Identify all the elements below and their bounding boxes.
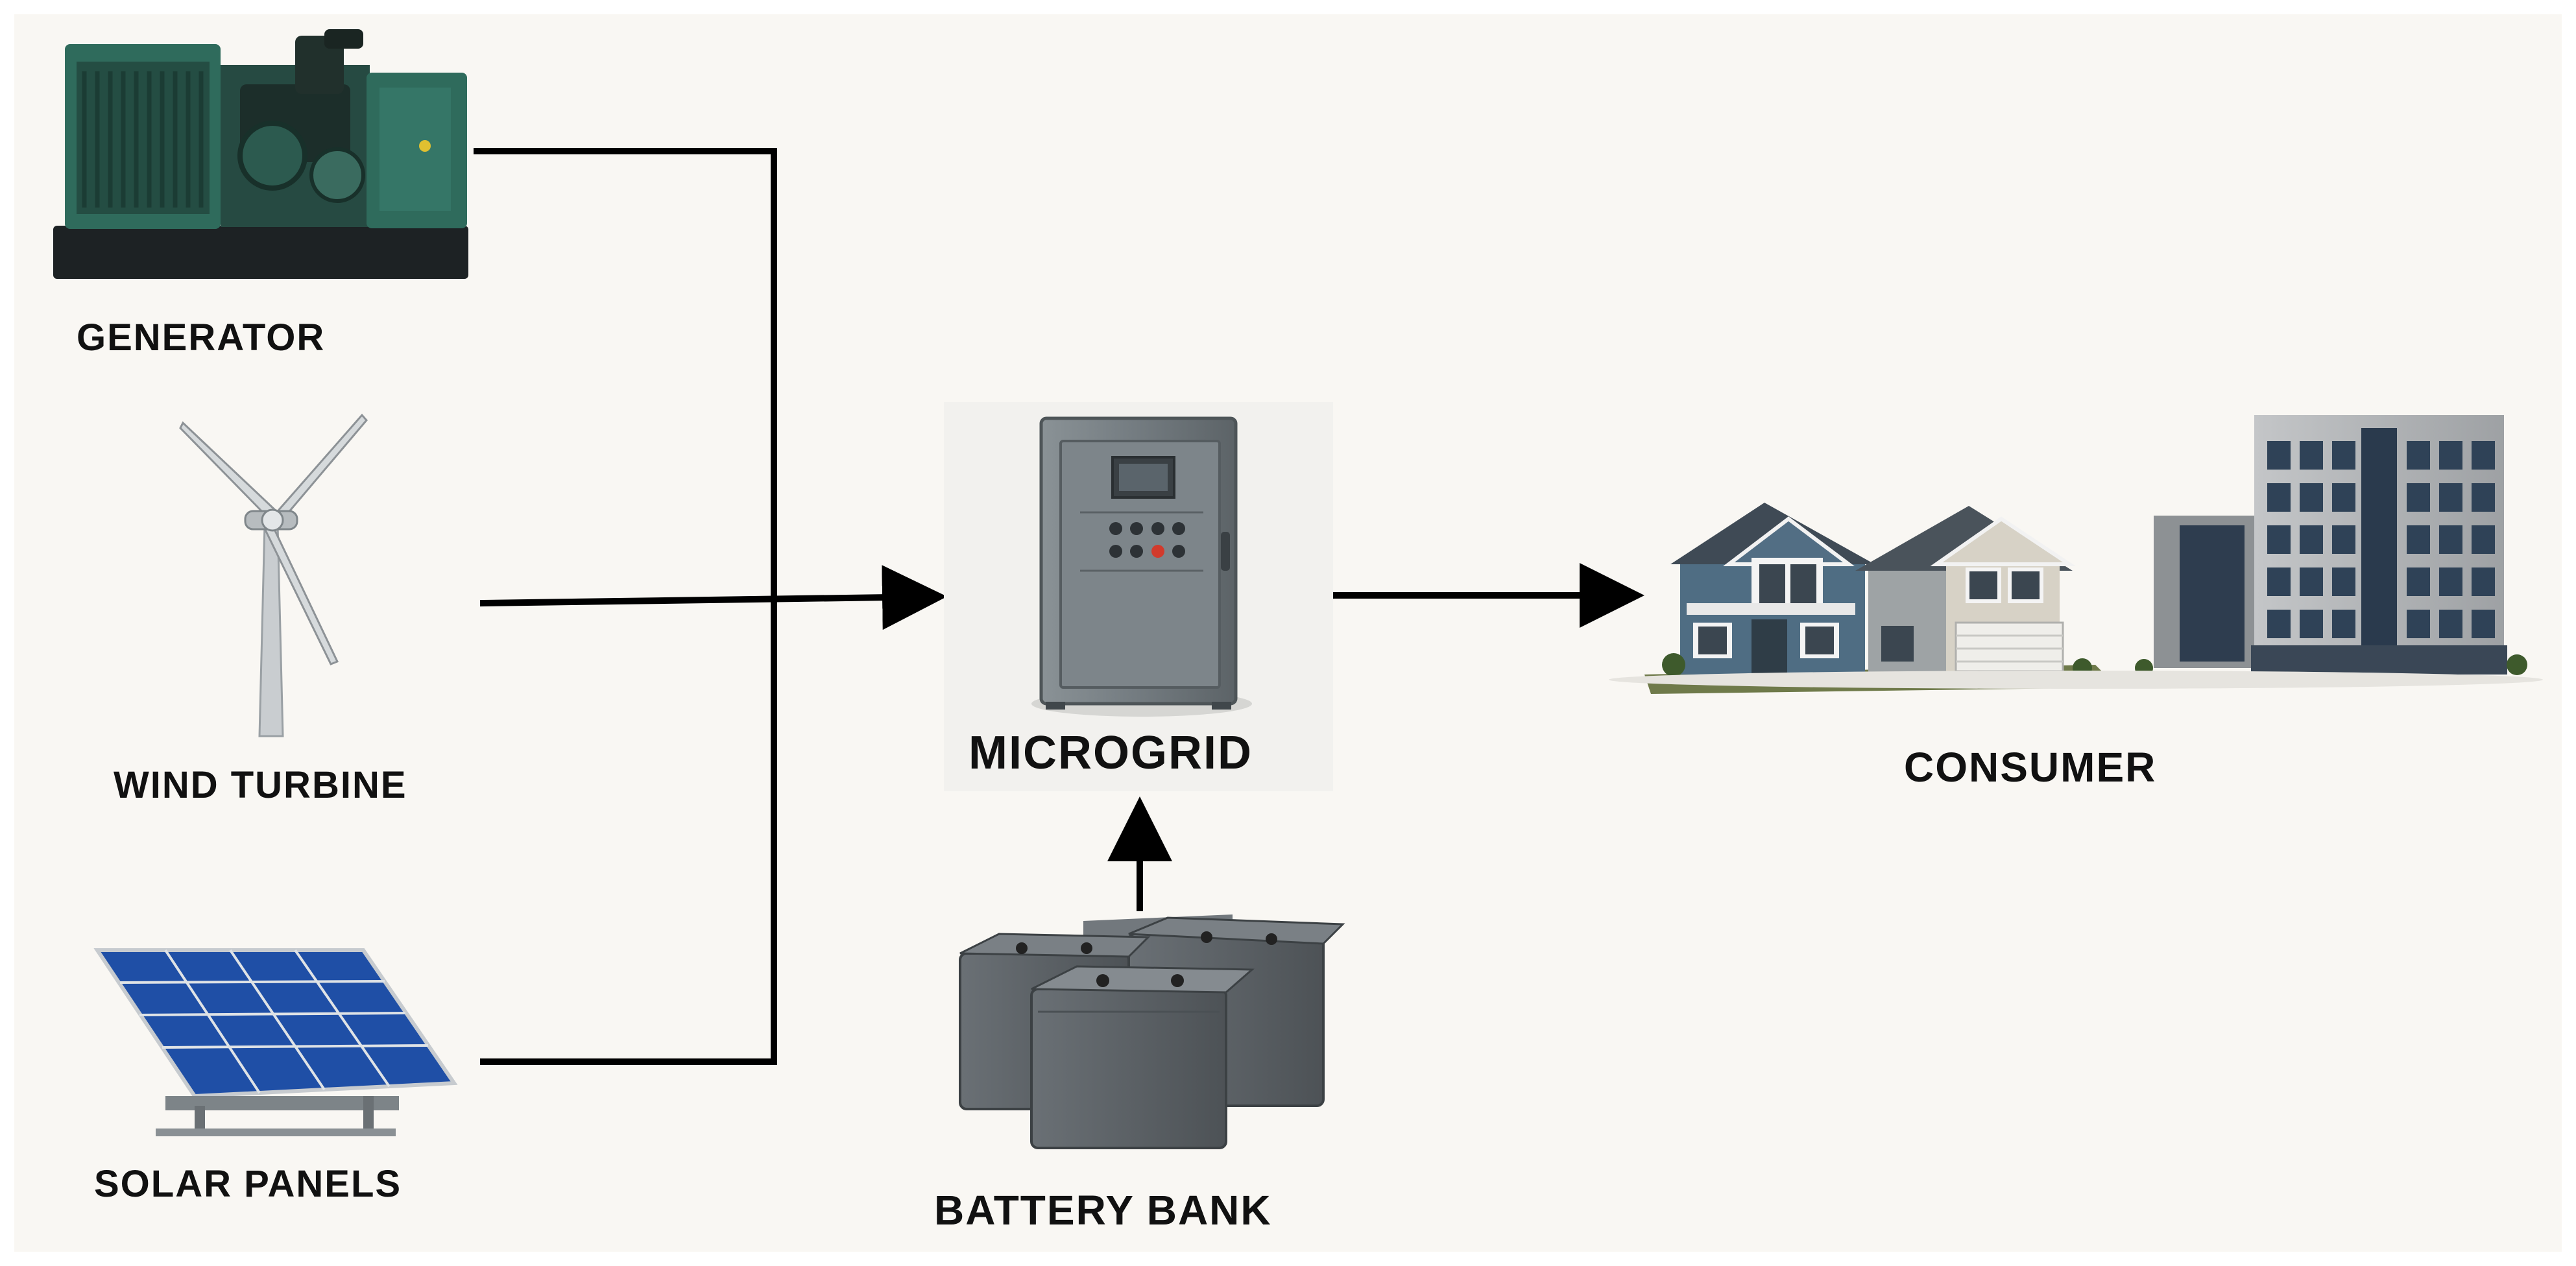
node-battery-bank: BATTERY BANK [934,914,1345,1234]
edge-generator-bus [474,148,777,1065]
house-icon [1662,503,2092,678]
arrow-sources-to-microgrid [479,565,947,630]
buildings-icon [1609,415,2543,694]
connector-lines [474,148,1644,1065]
microgrid-cabinet-icon [1031,416,1252,717]
generator-icon [53,29,468,279]
consumer-label: CONSUMER [1904,744,2156,791]
wind-turbine-label: WIND TURBINE [114,764,407,806]
office-building-icon [2135,415,2527,677]
node-solar-panels: SOLAR PANELS [93,948,458,1205]
node-consumer: CONSUMER [1609,415,2543,791]
node-generator: GENERATOR [53,29,468,359]
solar-panels-label: SOLAR PANELS [94,1163,402,1205]
battery-bank-label: BATTERY BANK [934,1187,1272,1234]
microgrid-label: MICROGRID [969,727,1253,779]
node-microgrid: MICROGRID [944,402,1333,791]
battery-bank-icon [959,914,1345,1149]
solar-panel-icon [93,948,458,1136]
node-wind-turbine: WIND TURBINE [114,413,407,806]
generator-label: GENERATOR [77,316,325,359]
wind-turbine-icon [179,413,368,737]
